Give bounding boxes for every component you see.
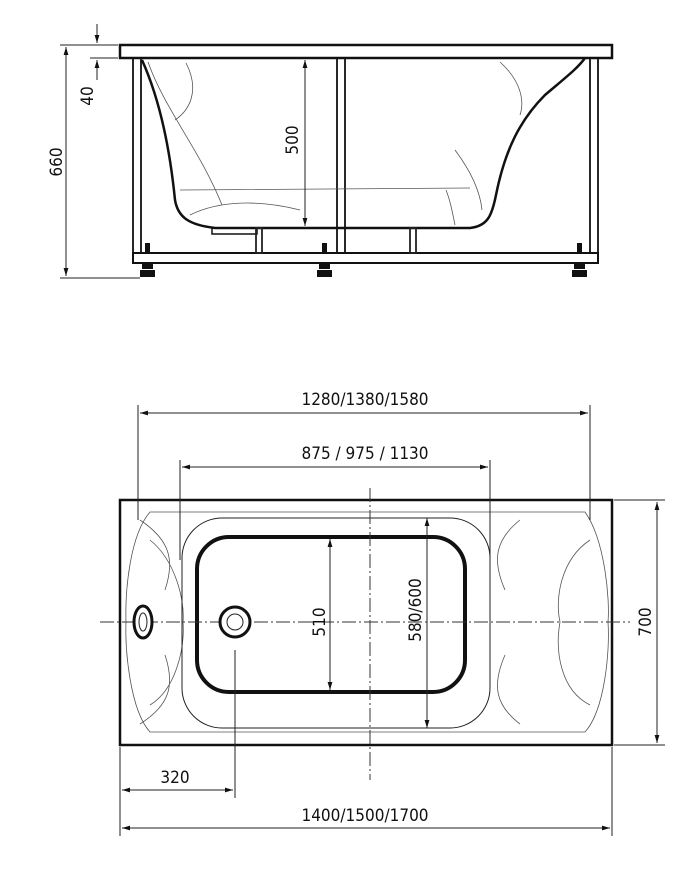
frame-post-left	[132, 57, 142, 254]
tub-shell-outline	[140, 57, 587, 230]
overflow-icon	[132, 604, 154, 640]
frame-post-right	[589, 57, 599, 254]
side-view: 660 40 500	[47, 24, 614, 279]
dim-total-height: 660	[47, 147, 67, 176]
dim-total-width: 700	[636, 607, 656, 636]
tub-shell-contour	[147, 61, 523, 226]
adjustable-feet	[140, 243, 587, 277]
dim-basin-length: 875 / 975 / 1130	[301, 444, 428, 464]
frame-post-middle	[336, 57, 346, 254]
dim-total-length: 1400/1500/1700	[301, 806, 428, 826]
inner-rim-contour	[125, 511, 609, 733]
basin-inner	[195, 535, 467, 694]
support-leg-1	[255, 227, 263, 254]
dim-depth: 500	[283, 125, 303, 154]
dim-inner-length: 1280/1380/1580	[301, 390, 428, 410]
dim-drain-offset: 320	[160, 768, 189, 788]
dim-inner-width: 580/600	[406, 578, 426, 642]
dim-rim-thickness: 40	[78, 86, 98, 105]
plan-view: 1280/1380/1580 875 / 975 / 1130 510 580/…	[100, 390, 665, 836]
support-leg-2	[409, 227, 417, 254]
tub-rim	[118, 43, 614, 60]
frame-base	[132, 252, 599, 264]
dim-basin-width: 510	[310, 607, 330, 636]
drain-icon	[218, 605, 252, 639]
basin-outer	[181, 517, 491, 729]
headrest-contours	[139, 519, 591, 725]
drain-pipe	[211, 227, 258, 235]
